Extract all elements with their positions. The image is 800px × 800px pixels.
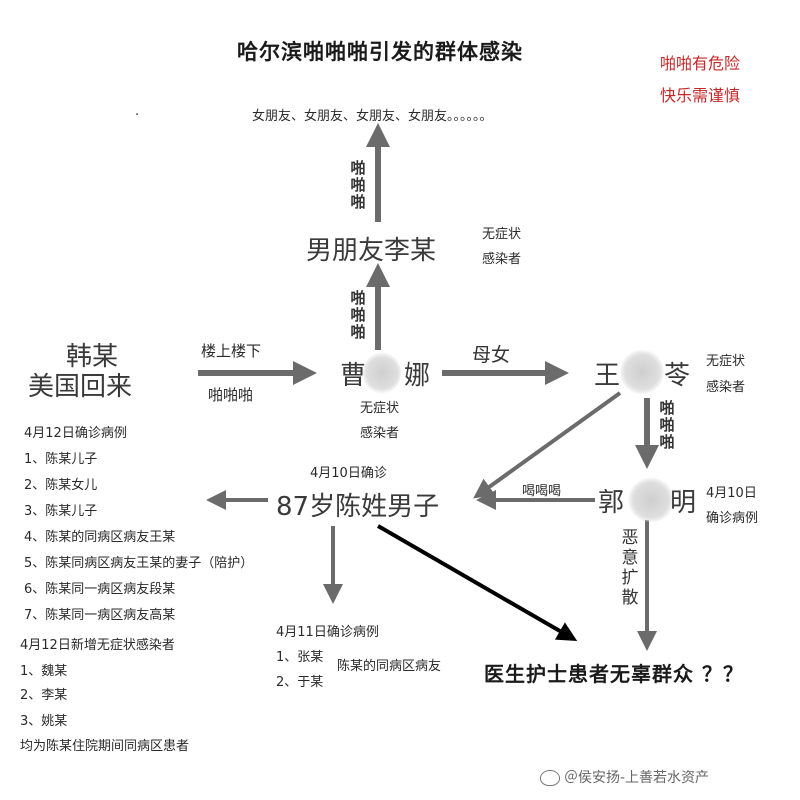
label-drink: 喝喝喝: [522, 484, 562, 499]
wang-status-2: 感染者: [706, 380, 746, 395]
label-papapa-wang: 啪啪啪: [659, 399, 675, 451]
stray-dot: .: [135, 104, 140, 119]
boyfriend-status-1: 无症状: [482, 227, 522, 242]
left-list-footer: 均为陈某住院期间同病区患者: [20, 739, 190, 754]
list-item: 1、魏某: [20, 664, 68, 679]
node-han-name: 韩某: [66, 342, 119, 372]
watermark: ＠侯安扬-上善若水资产: [540, 767, 709, 787]
node-han-origin: 美国回来: [28, 372, 133, 402]
node-boyfriend: 男朋友李某: [306, 236, 437, 266]
weibo-icon: [540, 770, 560, 786]
node-cao-left: 曹: [340, 361, 367, 391]
blurred-name-cao: [363, 352, 401, 394]
cao-status-1: 无症状: [360, 401, 400, 416]
list-item: 3、姚某: [20, 714, 68, 729]
left-list-header-2: 4月12日新增无症状感染者: [20, 638, 175, 653]
blurred-name-wang: [620, 350, 664, 394]
list-item: 2、于某: [276, 675, 324, 690]
node-wang-left: 王: [594, 361, 621, 391]
node-final: 医生护士患者无辜群众 ？？: [484, 662, 744, 686]
label-spread: 恶意扩散: [621, 528, 639, 608]
bottom-list-note: 陈某的同病区病友: [337, 659, 442, 674]
list-item: 3、陈某儿子: [24, 504, 98, 519]
list-item: 4、陈某的同病区病友王某: [24, 530, 176, 545]
arrow-wang-to-chen: [473, 391, 622, 499]
warning-line-2: 快乐需谨慎: [660, 86, 741, 105]
node-wang-right: 苓: [664, 361, 691, 391]
node-chen: 87岁陈姓男子: [276, 492, 440, 522]
list-item: 2、李某: [20, 688, 68, 703]
guo-status-2: 确诊病例: [706, 511, 759, 526]
list-item: 7、陈某同一病区病友高某: [24, 608, 176, 623]
boyfriend-status-2: 感染者: [482, 252, 522, 267]
bottom-list-header: 4月11日确诊病例: [276, 625, 379, 640]
label-upstairs: 楼上楼下: [201, 342, 262, 360]
blurred-name-guo: [628, 478, 674, 522]
list-item: 6、陈某同一病区病友段某: [24, 582, 176, 597]
guo-status-1: 4月10日: [706, 486, 757, 501]
girlfriends-chain: 女朋友、女朋友、女朋友、女朋友。。。。。。: [252, 109, 493, 124]
list-item: 1、张某: [276, 650, 324, 665]
list-item: 5、陈某同病区病友王某的妻子（陪护）: [24, 556, 254, 571]
label-papapa-han: 啪啪啪: [208, 386, 254, 404]
label-papapa-mid: 啪啪啪: [350, 289, 366, 341]
label-papapa-top: 啪啪啪: [350, 159, 366, 211]
cao-status-2: 感染者: [360, 426, 400, 441]
left-list-header: 4月12日确诊病例: [24, 426, 127, 441]
watermark-text: ＠侯安扬-上善若水资产: [564, 770, 710, 786]
list-item: 2、陈某女儿: [24, 478, 98, 493]
node-guo-right: 明: [670, 488, 697, 518]
list-item: 1、陈某儿子: [24, 452, 98, 467]
warning-line-1: 啪啪有危险: [660, 54, 741, 73]
label-mother-daughter: 母女: [472, 344, 511, 366]
node-cao-right: 娜: [404, 361, 431, 391]
wang-status-1: 无症状: [706, 354, 746, 369]
chen-confirm-date: 4月10日确诊: [310, 466, 387, 481]
diagram-title: 哈尔滨啪啪啪引发的群体感染: [237, 40, 523, 64]
arrow-chen-to-final: [377, 524, 578, 641]
node-guo-left: 郭: [598, 488, 625, 518]
